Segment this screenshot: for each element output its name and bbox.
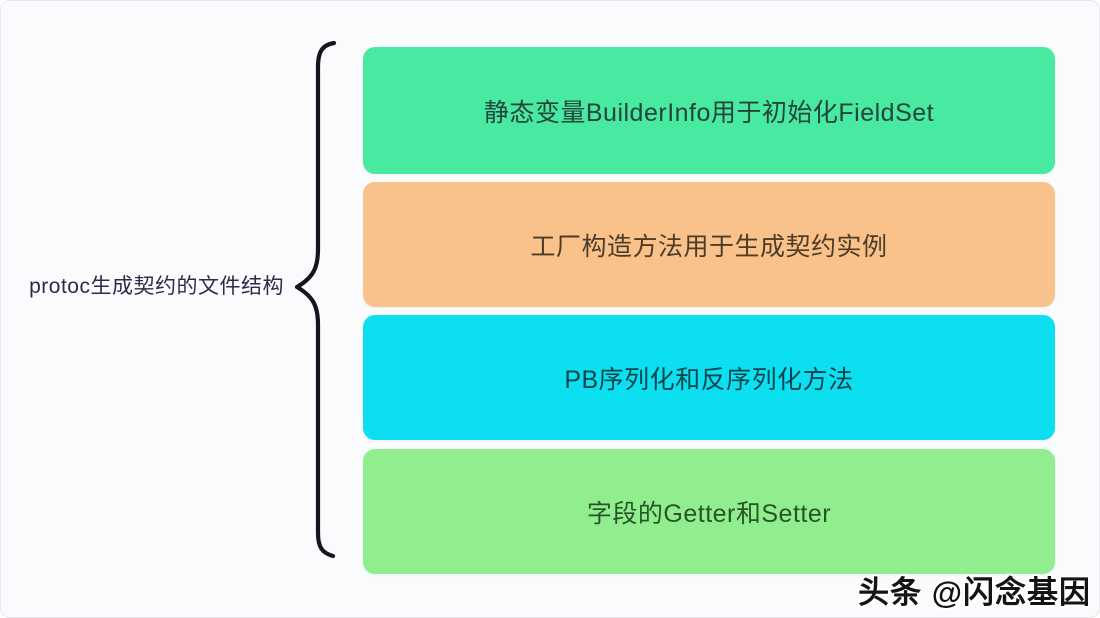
- node-label: 字段的Getter和Setter: [586, 499, 832, 528]
- node-builderinfo: 静态变量BuilderInfo用于初始化FieldSet: [363, 47, 1055, 174]
- watermark-text: 头条 @闪念基因: [858, 575, 1091, 610]
- curly-brace: [294, 40, 337, 559]
- root-node-label: protoc生成契约的文件结构: [29, 275, 284, 298]
- node-pb-serialization: PB序列化和反序列化方法: [363, 315, 1055, 440]
- curly-brace-path: [294, 40, 337, 559]
- node-getter-setter: 字段的Getter和Setter: [363, 449, 1055, 574]
- node-factory-method: 工厂构造方法用于生成契约实例: [363, 182, 1055, 307]
- node-label: 静态变量BuilderInfo用于初始化FieldSet: [483, 98, 935, 127]
- node-label: 工厂构造方法用于生成契约实例: [530, 232, 888, 261]
- node-label: PB序列化和反序列化方法: [564, 365, 854, 394]
